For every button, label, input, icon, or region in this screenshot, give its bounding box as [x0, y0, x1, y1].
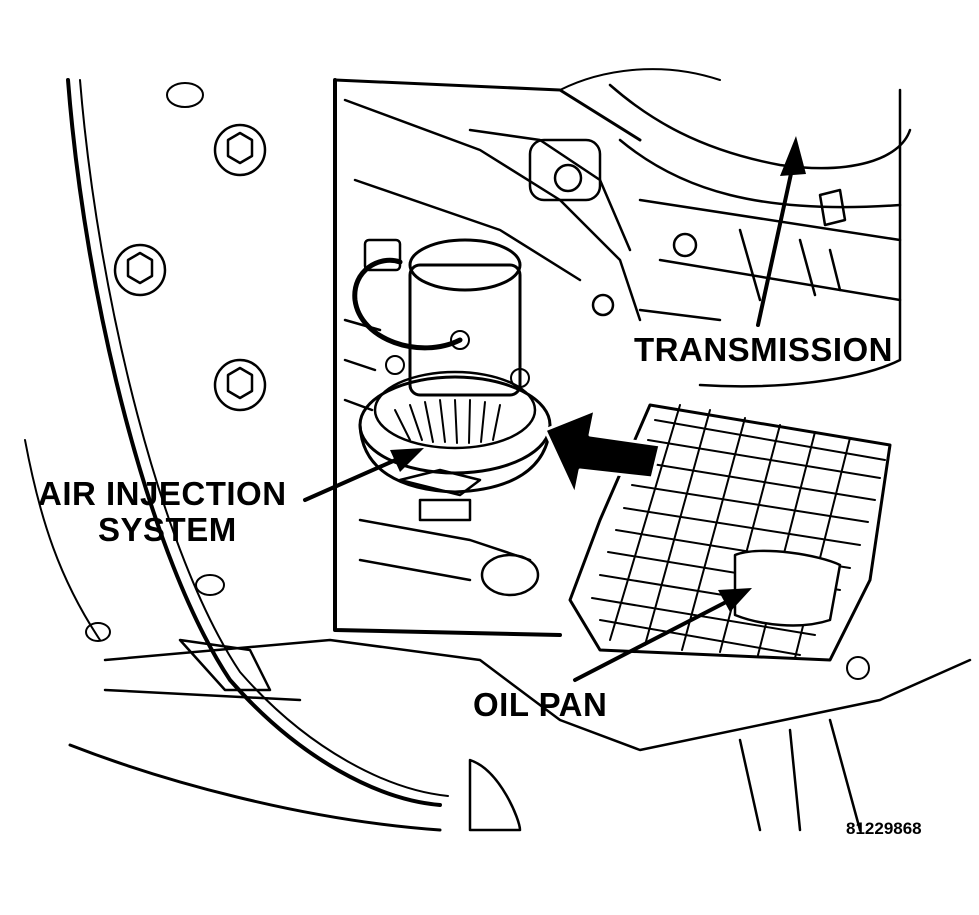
hex-bolt-icon	[213, 358, 267, 412]
air-injection-arrow-shaft	[303, 456, 402, 502]
hex-bolt-icon	[113, 243, 167, 297]
fender-panel	[24, 78, 449, 832]
engine-block	[343, 98, 642, 582]
cutaway-frame	[333, 68, 721, 637]
transmission-arrow-shaft	[756, 158, 796, 327]
figure-id: 81229868	[846, 819, 922, 838]
lower-body	[103, 553, 972, 832]
oil-pan-label: OIL PAN	[473, 686, 608, 723]
oil-pan-arrow-shaft	[573, 598, 732, 682]
air-injection-label-line2: SYSTEM	[98, 511, 237, 548]
hex-bolt-icon	[213, 123, 267, 177]
oil-pan-arrowhead-icon	[718, 588, 752, 612]
callout-arrows	[303, 136, 806, 682]
transmission-arrowhead-icon	[780, 136, 806, 176]
oil-pan	[568, 403, 892, 680]
air-injection-label-line1: AIR INJECTION	[38, 475, 287, 512]
transmission-label: TRANSMISSION	[634, 331, 894, 368]
pump-pointer-arrow-icon	[543, 408, 662, 497]
transmission-housing	[591, 83, 912, 388]
air-injection-arrowhead-icon	[390, 448, 424, 472]
fender-bolts	[113, 123, 267, 412]
air-injection-pump	[352, 238, 552, 494]
